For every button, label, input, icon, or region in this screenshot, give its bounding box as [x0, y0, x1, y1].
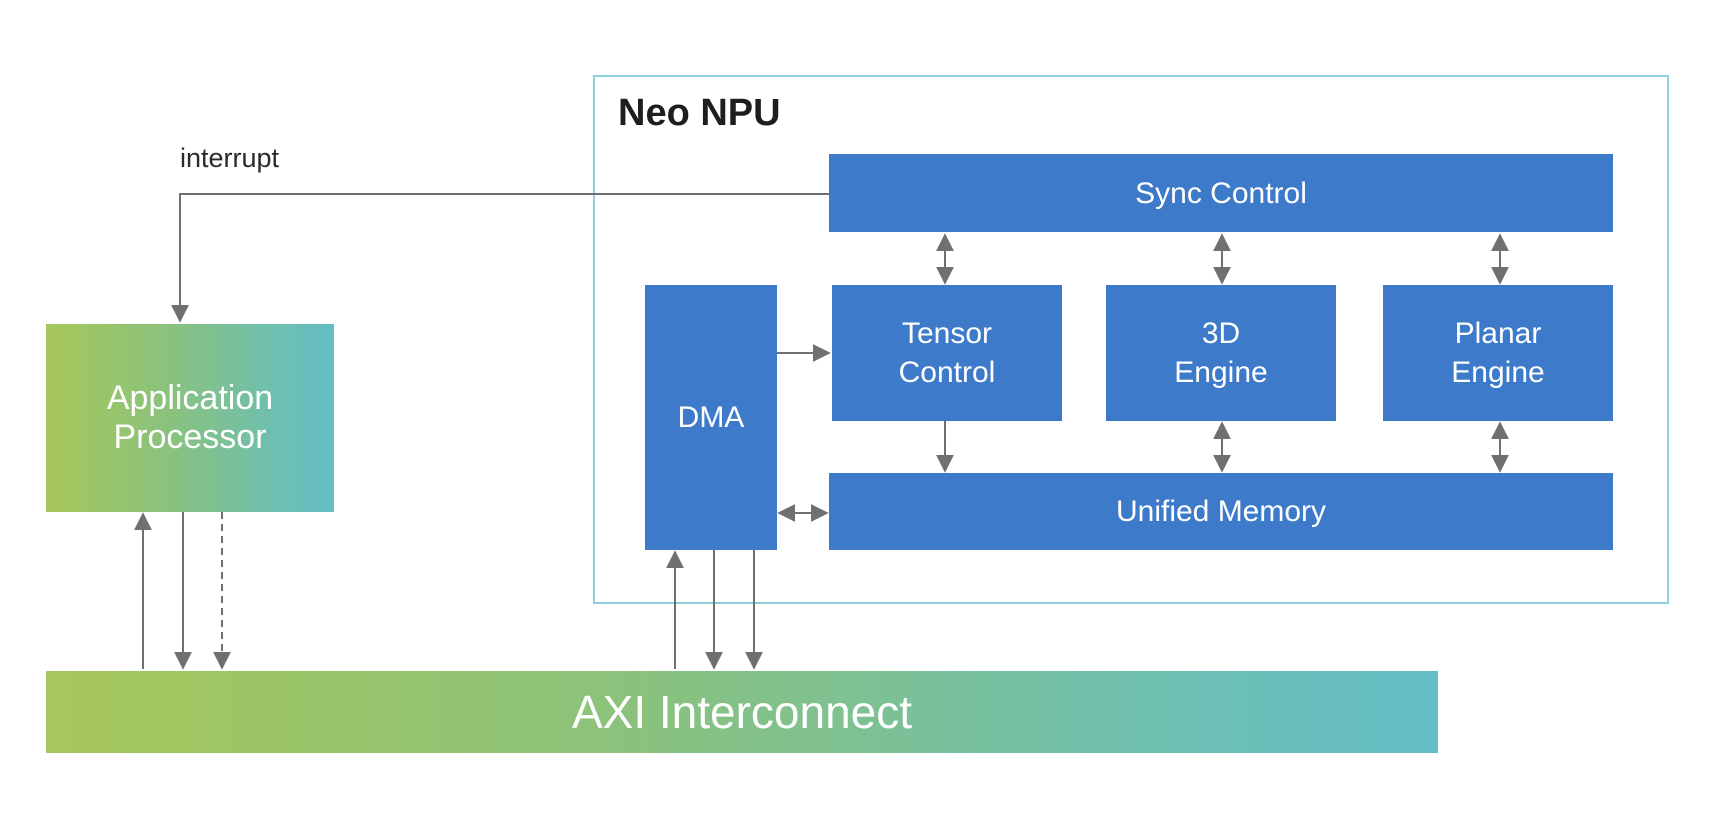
application-processor-block: Application Processor — [46, 324, 334, 512]
sync-control-label: Sync Control — [1135, 176, 1307, 210]
axi-interconnect-bar: AXI Interconnect — [46, 671, 1438, 753]
sync-control-block: Sync Control — [829, 154, 1613, 232]
tensor-control-block: Tensor Control — [832, 285, 1062, 421]
neo-npu-boundary — [593, 75, 1669, 604]
dma-block: DMA — [645, 285, 777, 550]
3d-engine-block: 3D Engine — [1106, 285, 1336, 421]
dma-label: DMA — [677, 401, 745, 434]
tensor-control-label: Tensor Control — [898, 317, 996, 389]
interrupt-label: interrupt — [180, 143, 280, 173]
planar-engine-label: Planar Engine — [1451, 317, 1545, 389]
npu-title: Neo NPU — [618, 92, 781, 134]
unified-memory-block: Unified Memory — [829, 473, 1613, 550]
application-processor-label: Application Processor — [106, 378, 274, 456]
3d-engine-label: 3D Engine — [1174, 317, 1268, 389]
axi-interconnect-label: AXI Interconnect — [571, 686, 913, 738]
planar-engine-block: Planar Engine — [1383, 285, 1613, 421]
unified-memory-label: Unified Memory — [1115, 495, 1327, 528]
